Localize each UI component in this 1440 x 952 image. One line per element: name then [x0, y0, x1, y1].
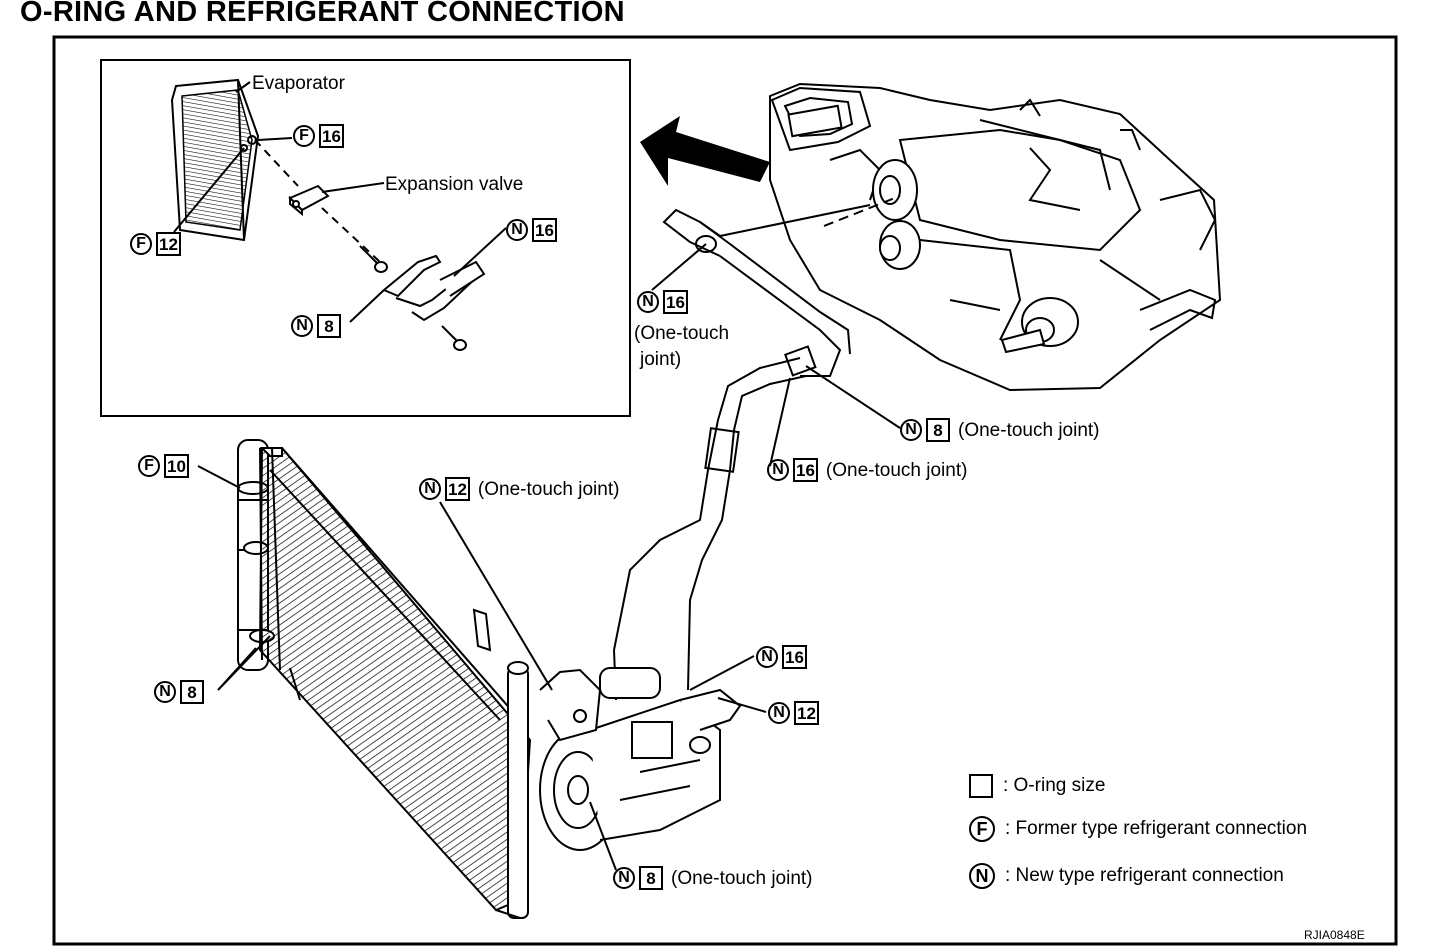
oring-size-box: 16: [532, 218, 557, 242]
oring-size-box: 8: [639, 866, 663, 890]
new-type-icon: N: [154, 681, 176, 703]
expansion-valve-label: Expansion valve: [385, 174, 524, 195]
legend-new-type: N : New type refrigerant connection: [969, 863, 1284, 889]
condenser-drawing: [258, 447, 532, 919]
new-type-icon: N: [291, 315, 313, 337]
evaporator-label: Evaporator: [252, 73, 345, 94]
inset-tag-n8: N 8: [291, 314, 341, 338]
outer-frame: [52, 35, 1398, 946]
oring-size-box: 16: [663, 290, 688, 314]
former-type-icon: F: [293, 125, 315, 147]
callout-note: (One-touch joint): [958, 419, 1100, 441]
oring-size-box: 10: [164, 454, 189, 478]
new-type-icon: N: [756, 646, 778, 668]
new-type-icon: N: [768, 702, 790, 724]
callout-note: (One-touch joint): [477, 478, 620, 500]
inset-pipe: [382, 254, 486, 322]
legend-former-label: : Former type refrigerant connection: [1005, 818, 1308, 839]
inset-leaders: [173, 81, 507, 323]
callout-n16-compressor: N 16: [756, 645, 807, 669]
oring-size-box: 8: [926, 418, 950, 442]
callout-f10-tank: F 10: [138, 454, 189, 478]
new-type-icon: N: [419, 478, 441, 500]
figure-code: RJIA0848E: [1304, 928, 1365, 942]
evaporator-drawing: [170, 78, 260, 242]
inset-bolts: [254, 139, 467, 351]
oring-size-box: 16: [782, 645, 807, 669]
legend-oring-size: : O-ring size: [969, 774, 1105, 798]
compressor-drawing: [539, 667, 742, 851]
oring-size-box: 8: [180, 680, 204, 704]
heater-unit-drawing: [769, 82, 1222, 392]
oring-size-box: 16: [793, 458, 818, 482]
inset-tag-f16: F 16: [293, 124, 344, 148]
new-type-icon: N: [969, 863, 995, 889]
oring-size-box: 12: [156, 232, 181, 256]
callout-n8-tank: N 8: [154, 680, 204, 704]
callout-note: (One-touch joint): [825, 459, 968, 481]
inset-frame: [100, 59, 631, 417]
oring-size-box: 16: [319, 124, 344, 148]
new-type-icon: N: [900, 419, 922, 441]
new-type-icon: N: [506, 219, 528, 241]
former-type-icon: F: [138, 455, 160, 477]
legend-new-label: : New type refrigerant connection: [1005, 865, 1284, 886]
callout-n12-condenser: N 12 (One-touch joint): [419, 477, 619, 501]
oring-size-box: 8: [317, 314, 341, 338]
oring-size-box: [969, 774, 993, 798]
legend-former-type: F : Former type refrigerant connection: [969, 816, 1307, 842]
inset-tag-n16: N 16: [506, 218, 557, 242]
oring-size-box: 12: [794, 701, 819, 725]
callout-n16-hose: N 16 (One-touch joint): [767, 458, 967, 482]
callout-n16-note-line2: joint): [640, 349, 682, 370]
refrigerant-pipes: [613, 204, 871, 701]
new-type-icon: N: [767, 459, 789, 481]
page-title: O-RING AND REFRIGERANT CONNECTION: [20, 0, 625, 28]
main-leaders: [197, 243, 901, 871]
expansion-valve-drawing: [288, 184, 330, 217]
former-type-icon: F: [969, 816, 995, 842]
callout-n8-heater-outlet: N 8 (One-touch joint): [900, 418, 1100, 442]
oring-size-box: 12: [445, 477, 470, 501]
new-type-icon: N: [613, 867, 635, 889]
callout-note: (One-touch joint): [671, 867, 813, 889]
former-type-icon: F: [130, 233, 152, 255]
callout-n16-note-line1: (One-touch: [634, 323, 730, 344]
callout-n16-heater-inlet: N 16: [637, 290, 688, 314]
new-type-icon: N: [637, 291, 659, 313]
legend-oring-label: : O-ring size: [1003, 775, 1106, 796]
arrow-to-inset: [640, 116, 770, 186]
callout-n8-compressor-bottom: N 8 (One-touch joint): [613, 866, 813, 890]
inset-tag-f12: F 12: [130, 232, 181, 256]
callout-n12-compressor: N 12: [768, 701, 819, 725]
